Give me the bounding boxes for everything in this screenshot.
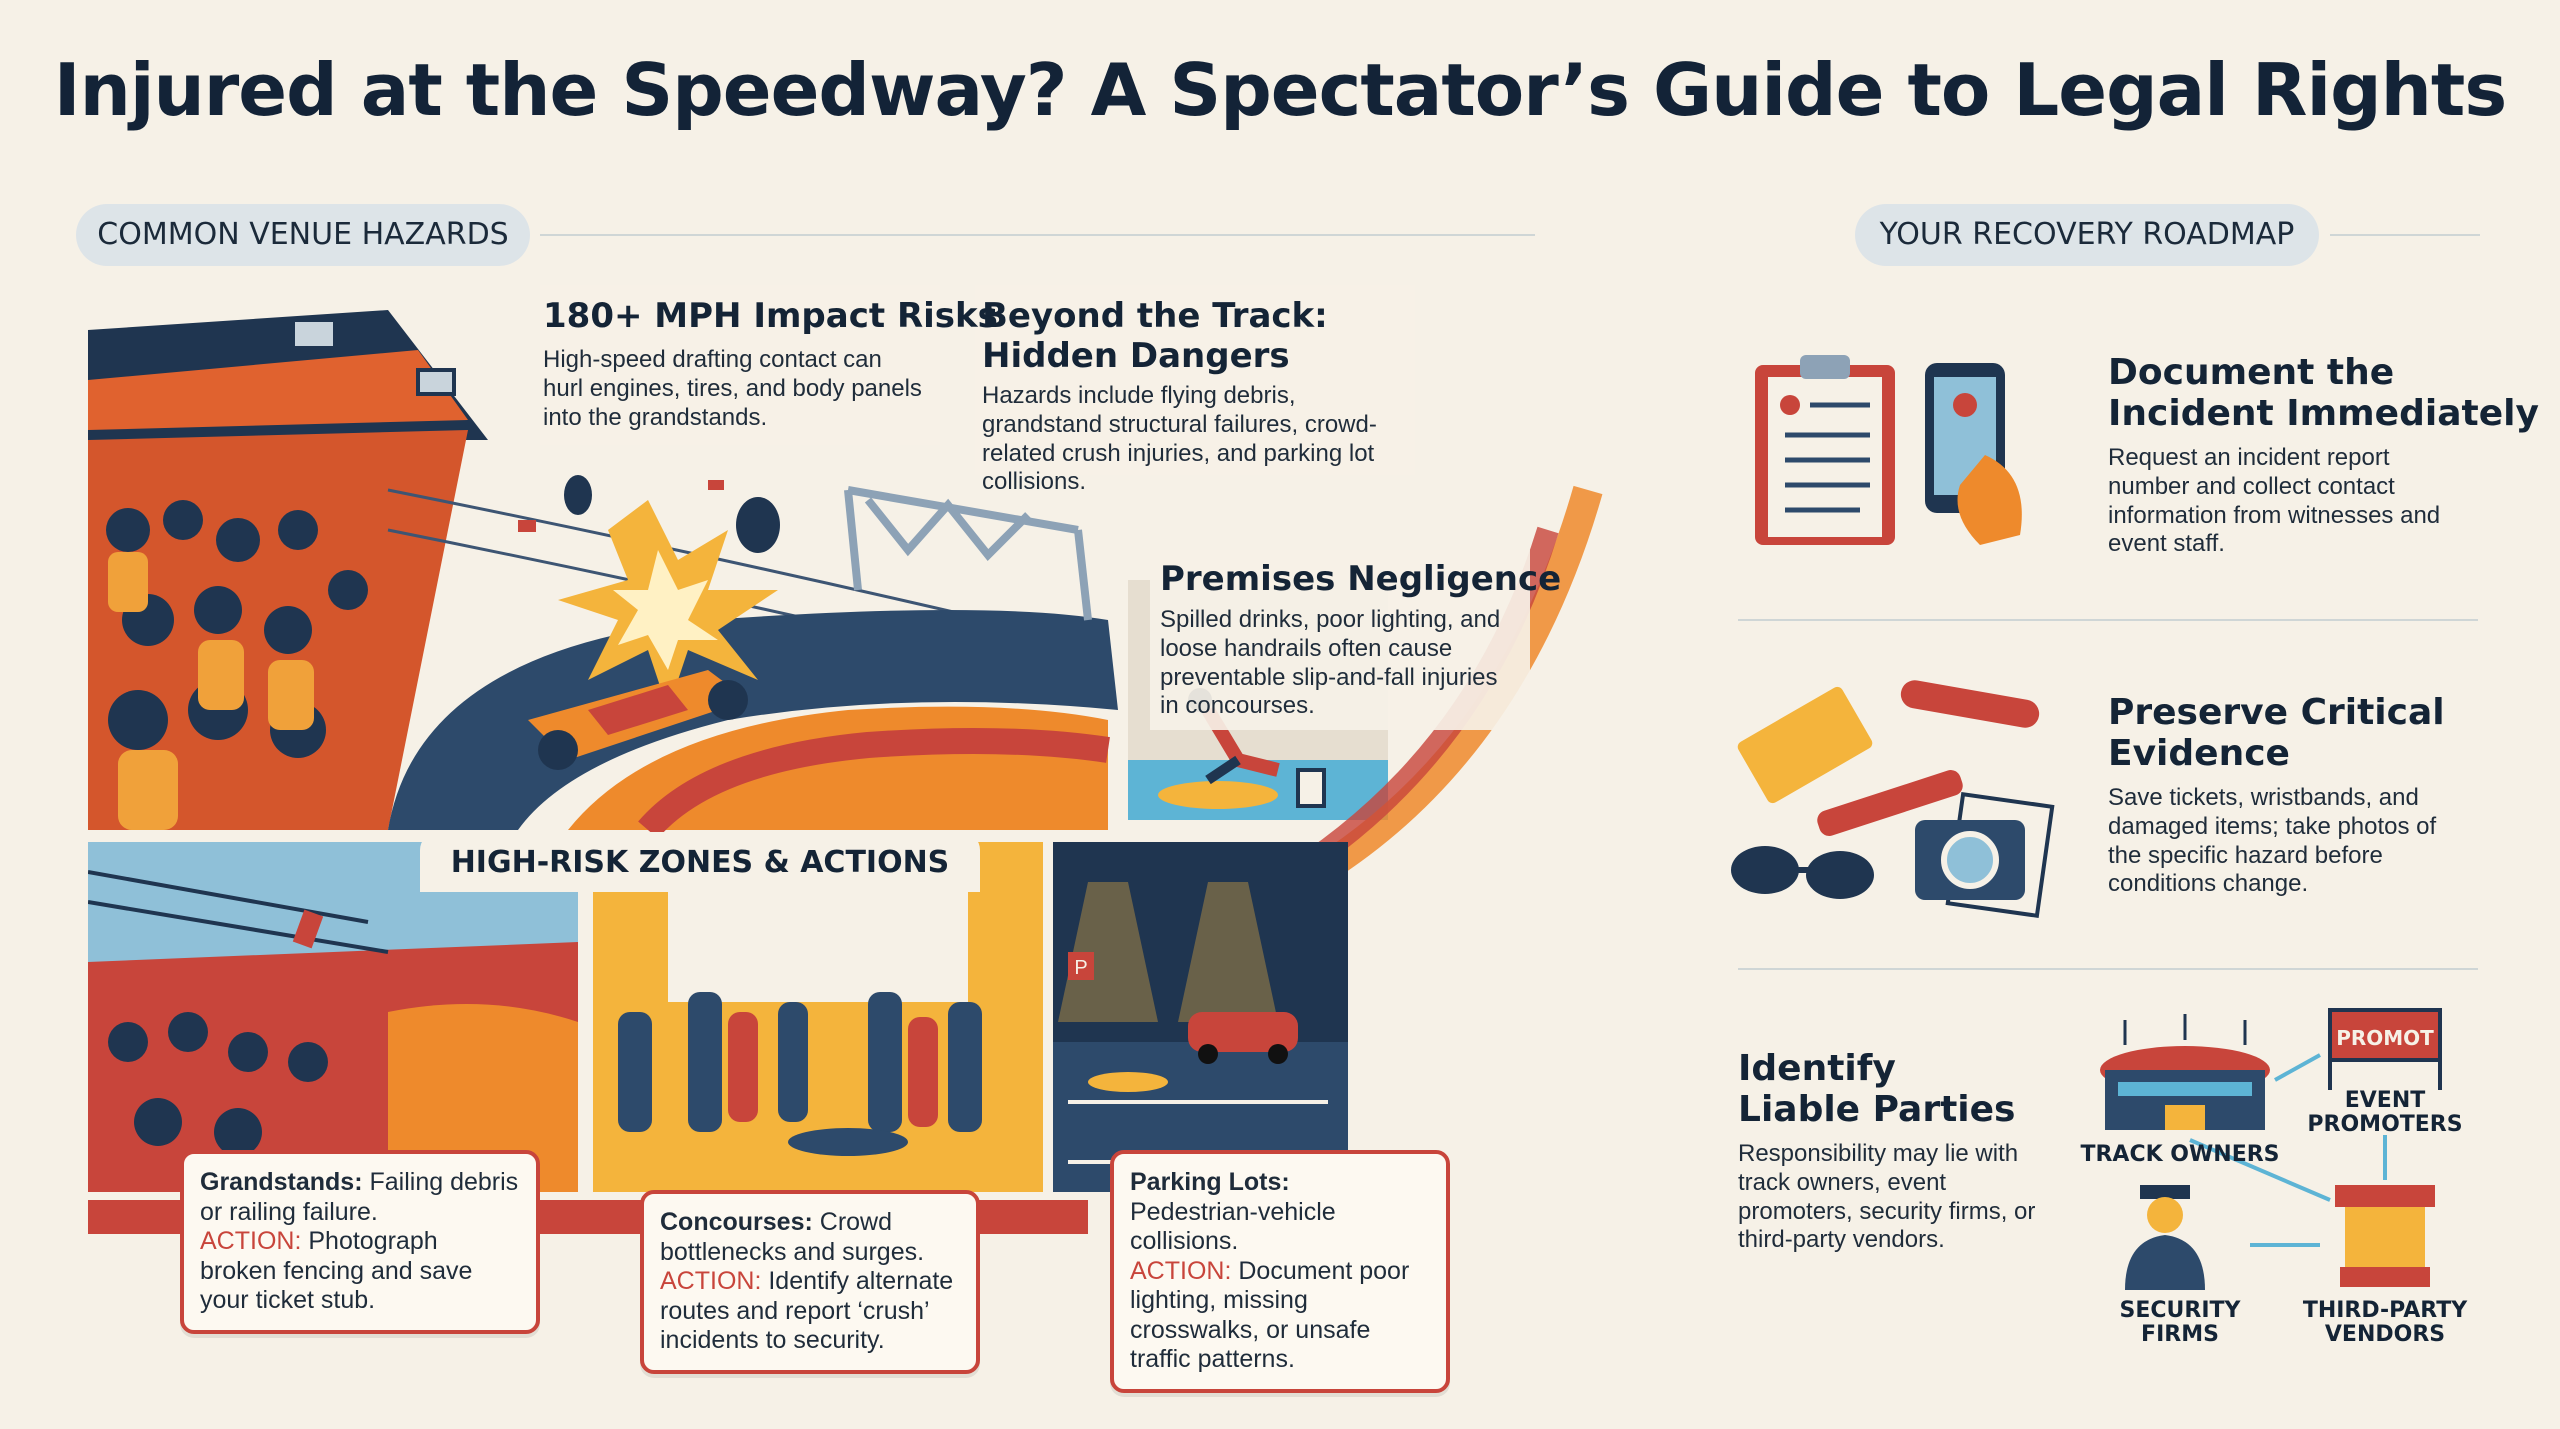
party-vendors-1: THIRD-PARTY [2302, 1298, 2468, 1323]
crowd [618, 992, 982, 1132]
parking-sign-label: P [1074, 957, 1087, 979]
spilled-cup-icon [1296, 768, 1326, 808]
ticket-icon [1737, 686, 1873, 804]
party-vendors-2: VENDORS [2324, 1322, 2446, 1347]
beyond-body: Hazards include flying debris, grandstan… [982, 382, 1377, 496]
zone-action: Photograph broken fencing and save your … [200, 1227, 473, 1314]
wristband-icon [1900, 680, 2040, 728]
premises-heading: Premises Negligence [1160, 559, 1562, 599]
step-2-heading-line2: Evidence [2108, 733, 2290, 774]
stadium-light-icon [416, 368, 456, 396]
liable-parties-diagram: PROMOT [2100, 1008, 2442, 1290]
step-2-body: Save tickets, wristbands, and damaged it… [2108, 784, 2437, 898]
zone-action: Document poor lighting, missing crosswal… [1130, 1256, 1410, 1374]
race-track [388, 610, 1118, 830]
zone-action: Identify alternate routes and report ‘cr… [660, 1267, 954, 1354]
stadium-light-icon [291, 318, 337, 350]
race-car-icon [528, 670, 748, 770]
callout-parking: Parking Lots: Pedestrian-vehicle collisi… [1110, 1150, 1450, 1393]
action-label: ACTION: [660, 1267, 762, 1295]
impact-body: High-speed drafting contact can hurl eng… [543, 346, 922, 431]
callout-grandstands: Grandstands: Failing debris or railing f… [180, 1150, 540, 1334]
falling-debris [292, 909, 324, 949]
high-risk-zones-illustration: P [88, 842, 1348, 1192]
zone-title: Concourses: [660, 1208, 813, 1236]
step-2-heading-line1: Preserve Critical [2108, 692, 2445, 733]
vendor-stall-icon [2335, 1185, 2435, 1287]
premises-body: Spilled drinks, poor lighting, and loose… [1160, 606, 1501, 720]
fallen-person [788, 1128, 908, 1156]
broken-gantry [844, 486, 1092, 621]
step-3-heading-line1: Identify [1738, 1048, 1896, 1089]
hand [1957, 455, 2022, 545]
promoter-banner-icon: PROMOT [2328, 1008, 2442, 1090]
incident-report-illustration [1755, 355, 2022, 545]
zone-title: Grandstands: [200, 1168, 363, 1196]
tire-debris [564, 475, 592, 515]
zone-title: Parking Lots: [1130, 1168, 1290, 1196]
crowd [108, 1012, 328, 1156]
step-divider [1738, 968, 2478, 970]
security-guard-icon [2125, 1185, 2205, 1290]
step-3-body: Responsibility may lie with track owners… [1738, 1140, 2036, 1254]
beyond-heading-line2: Hidden Dangers [982, 336, 1290, 376]
step-3-heading-line2: Liable Parties [1738, 1089, 2016, 1130]
party-security-2: FIRMS [2141, 1322, 2219, 1347]
evidence-illustration [1731, 680, 2055, 918]
section-label-hazards: COMMON VENUE HAZARDS [76, 204, 530, 266]
beyond-heading-line1: Beyond the Track: [982, 296, 1328, 336]
impact-heading: 180+ MPH Impact Risks [543, 296, 998, 336]
action-label: ACTION: [200, 1227, 302, 1255]
step-1-body: Request an incident report number and co… [2108, 444, 2441, 558]
party-event-promoters-1: EVENT [2344, 1088, 2426, 1113]
action-label: ACTION: [1130, 1256, 1232, 1285]
step-1-heading-line2: Incident Immediately [2108, 393, 2539, 434]
sunglasses-icon [1731, 846, 1874, 899]
car-icon [1188, 1012, 1298, 1052]
promoter-sign-text: PROMOT [2336, 1026, 2434, 1050]
party-connectors [2189, 1053, 2387, 1247]
party-security-1: SECURITY [2119, 1298, 2241, 1323]
step-divider [1738, 619, 2478, 621]
zone-desc: Crowd bottlenecks and surges. [660, 1208, 925, 1266]
section-divider [540, 234, 1535, 236]
zones-banner: HIGH-RISK ZONES & ACTIONS [420, 832, 980, 892]
parking-sign [1068, 952, 1094, 980]
tire-debris [736, 497, 780, 553]
zone-desc: Failing debris or railing failure. [200, 1168, 519, 1226]
party-event-promoters-2: PROMOTERS [2307, 1112, 2463, 1137]
section-label-roadmap: YOUR RECOVERY ROADMAP [1855, 204, 2319, 266]
callout-concourses: Concourses: Crowd bottlenecks and surges… [640, 1190, 980, 1374]
section-divider [2330, 234, 2480, 236]
page-title: Injured at the Speedway? A Spectator’s G… [53, 48, 2507, 132]
step-1-heading-line1: Document the [2108, 352, 2395, 393]
stadium-icon [2100, 1014, 2270, 1130]
party-track-owners: TRACK OWNERS [2080, 1142, 2280, 1167]
zone-desc: Pedestrian-vehicle collisions. [1130, 1197, 1336, 1256]
